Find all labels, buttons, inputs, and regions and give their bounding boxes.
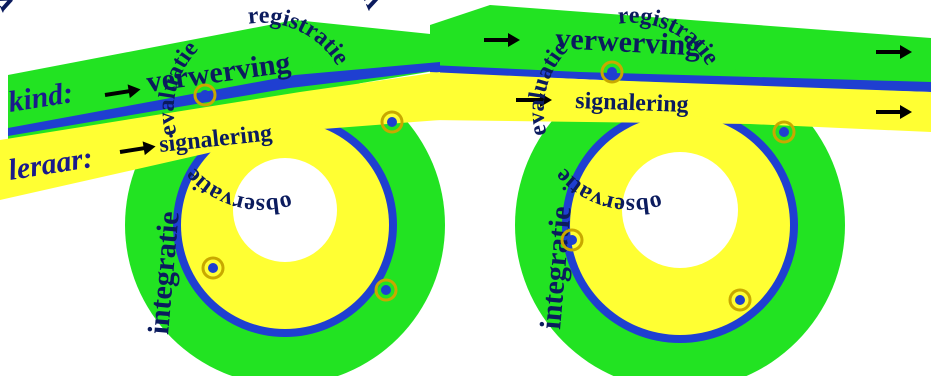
child-step-processing-right: verwerking [341,0,396,16]
teacher-band-right [430,72,931,132]
ring-marker-icon [728,288,752,312]
child-step-acquisition-right: verwerving [555,22,701,63]
loop-hole-left [233,158,337,262]
right-arrow-icon [876,105,912,119]
divider-band-right [430,65,931,92]
loop-hole-right [622,152,738,268]
right-arrow-icon [516,93,552,107]
right-arrow-icon [104,84,141,99]
right-arrow-icon [876,45,912,59]
teacher-band-left [0,72,440,200]
ring-marker-icon [374,278,398,302]
ring-marker-icon [193,83,217,107]
teacher-step-signaling-right: signalering [575,88,689,118]
divider-band-left [8,62,440,136]
child-step-processing-left: verwerking [0,0,28,18]
ring-marker-icon [600,60,624,84]
child-band-right [430,5,931,85]
ring-marker-icon [380,110,404,134]
ring-marker-icon [772,120,796,144]
ring-marker-icon [201,256,225,280]
right-arrow-icon [484,33,520,47]
ring-marker-icon [560,228,584,252]
right-arrow-icon [119,141,156,156]
